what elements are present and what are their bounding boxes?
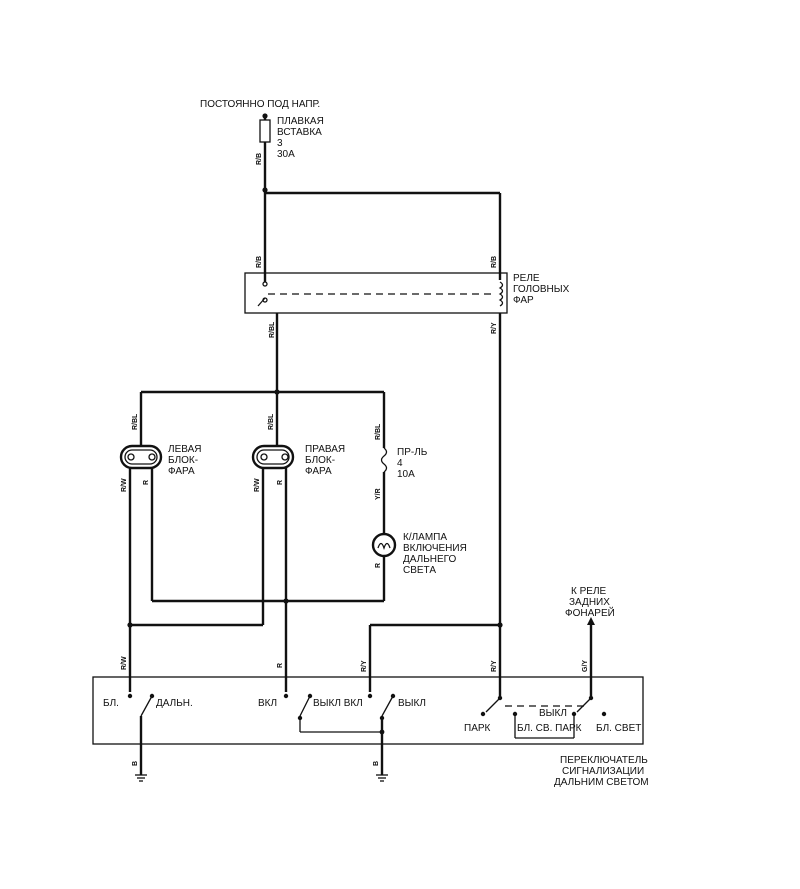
left-headlamp: ЛЕВАЯ БЛОК- ФАРА (119, 444, 201, 477)
wire-code-b-ground-left: B (132, 761, 139, 766)
wire-code-rb-relay-left: R/B (256, 256, 263, 268)
fuse3-label-4: 30A (277, 149, 295, 160)
fuse3-label-2: ВСТАВКА (277, 127, 322, 138)
switch-label-park: ПАРК (464, 723, 491, 734)
fuse4-label-1: ПР-ЛЬ (397, 447, 428, 458)
fuse-icon (380, 447, 388, 473)
wire-code-rb-top: R/B (256, 153, 263, 165)
indicator-label-1: К/ЛАМПА (403, 532, 447, 543)
dimmer-switch: БЛ. ДАЛЬН. ВКЛ ВЫКЛ ВКЛ ВЫКЛ ВЫКЛ ПАРК Б (92, 676, 649, 788)
wire-code-r-indicator: R (375, 563, 382, 568)
switch-name-label-1: ПЕРЕКЛЮЧАТЕЛЬ (560, 755, 648, 766)
coil-icon (498, 281, 504, 307)
wire-code-r-switch: R (277, 663, 284, 668)
high-beam-indicator: К/ЛАМПА ВКЛЮЧЕНИЯ ДАЛЬНЕГО СВЕТА (371, 532, 467, 576)
ground-icon (135, 774, 147, 782)
relay-label-1: РЕЛЕ (513, 273, 540, 284)
wire-code-rw-left: R/W (121, 478, 128, 492)
relay-label-2: ГОЛОВНЫХ (513, 284, 570, 295)
switch-label-bl: БЛ. (103, 698, 119, 709)
wire-code-rw-right: R/W (254, 478, 261, 492)
fuse4-label-2: 4 (397, 458, 403, 469)
switch-label-vkl: ВКЛ (258, 698, 277, 709)
tail-relay-label-2: ЗАДНИХ (569, 597, 610, 608)
wire-code-r-left: R (143, 480, 150, 485)
wire-code-rb-relay-right: R/B (491, 256, 498, 268)
wire-code-ry-switch-left: R/Y (361, 660, 368, 672)
switch-label-vykl-right: ВЫКЛ (539, 708, 567, 719)
wire-code-rbl-right-lamp: R/BL (268, 413, 275, 430)
switch-label-daln: ДАЛЬН. (156, 698, 193, 709)
indicator-label-2: ВКЛЮЧЕНИЯ (403, 543, 467, 554)
ground-left: B (132, 761, 147, 782)
right-headlamp-label-3: ФАРА (305, 466, 332, 477)
wire-code-yr-fuse4: Y/R (375, 488, 382, 500)
switch-name-label-2: СИГНАЛИЗАЦИИ (562, 766, 644, 777)
right-headlamp-label-2: БЛОК- (305, 455, 335, 466)
ground-icon (376, 774, 388, 782)
relay-contact (257, 297, 266, 307)
tail-relay-label-3: ФОНАРЕЙ (565, 606, 615, 619)
switch-label-bl-sv-park: БЛ. СВ. ПАРК (517, 723, 582, 734)
wire-code-b-ground-mid: B (373, 761, 380, 766)
tail-relay-output: К РЕЛЕ ЗАДНИХ ФОНАРЕЙ (565, 586, 615, 698)
wire-code-rw-switch: R/W (121, 656, 128, 670)
headlamp-relay: R/B R/B РЕЛЕ ГОЛОВНЫХ ФАР (244, 256, 570, 314)
wire-code-rbl-relay-out: R/BL (269, 321, 276, 338)
wire-code-rbl-left-lamp: R/BL (132, 413, 139, 430)
left-headlamp-label-1: ЛЕВАЯ (168, 444, 201, 455)
fuse3-label-3: 3 (277, 138, 283, 149)
wire-code-rbl-fuse4: R/BL (375, 423, 382, 440)
lamp-icon (371, 532, 397, 558)
arrow-up-icon (587, 617, 595, 625)
switch-name-label-3: ДАЛЬНИМ СВЕТОМ (554, 777, 649, 788)
wire-code-ry-switch-right: R/Y (491, 660, 498, 672)
battery-supply: ПОСТОЯННО ПОД НАПР. (200, 99, 320, 120)
ground-middle: B (373, 761, 388, 782)
relay-label-3: ФАР (513, 295, 534, 306)
switch-label-vykl-vkl: ВЫКЛ ВКЛ (313, 698, 363, 709)
headlamp-icon (256, 449, 290, 465)
battery-label: ПОСТОЯННО ПОД НАПР. (200, 99, 320, 110)
fuse-icon (259, 119, 271, 143)
fuse-3: ПЛАВКАЯ ВСТАВКА 3 30A (259, 116, 324, 160)
indicator-label-4: СВЕТА (403, 565, 436, 576)
tail-relay-label-1: К РЕЛЕ (571, 586, 607, 597)
switch-label-bl-svet: БЛ. СВЕТ (596, 723, 641, 734)
wire-code-r-right: R (277, 480, 284, 485)
headlamp-icon (124, 449, 158, 465)
left-headlamp-label-2: БЛОК- (168, 455, 198, 466)
right-headlamp-label-1: ПРАВАЯ (305, 444, 345, 455)
wire-code-gy-switch: G/Y (582, 660, 589, 672)
indicator-label-3: ДАЛЬНЕГО (403, 554, 457, 565)
switch-label-vykl: ВЫКЛ (398, 698, 426, 709)
left-headlamp-label-3: ФАРА (168, 466, 195, 477)
fuse-4: ПР-ЛЬ 4 10A (380, 447, 428, 480)
fuse3-label-1: ПЛАВКАЯ (277, 116, 324, 127)
wire-code-ry-relay-out: R/Y (491, 322, 498, 334)
fuse4-label-3: 10A (397, 469, 415, 480)
right-headlamp: ПРАВАЯ БЛОК- ФАРА (251, 444, 345, 477)
